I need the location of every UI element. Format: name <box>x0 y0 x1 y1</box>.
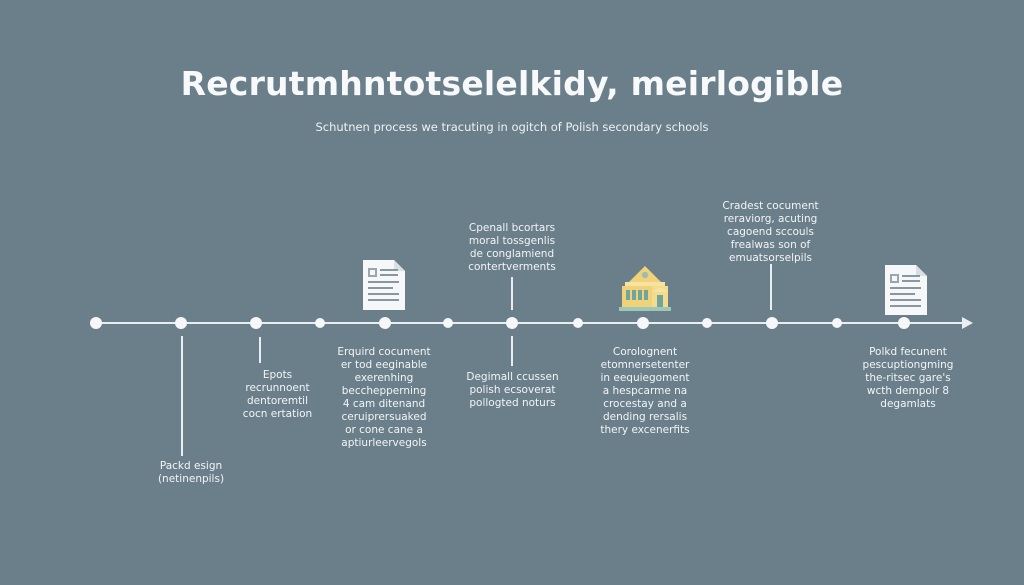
connector-line <box>181 336 183 456</box>
timeline-dot <box>443 318 453 328</box>
timeline-dot <box>898 317 910 329</box>
timeline-dot <box>637 317 649 329</box>
timeline-label: Erquird cocument er tod eeginable exeren… <box>337 346 431 449</box>
timeline-dot <box>702 318 712 328</box>
arrow-right-icon <box>962 317 973 329</box>
connector-line <box>511 336 513 366</box>
timeline-dot <box>90 317 102 329</box>
timeline-label: Packd esign (netinenpils) <box>157 460 225 485</box>
school-building-icon <box>617 262 673 316</box>
timeline-dot <box>506 317 518 329</box>
connector-line <box>770 264 772 310</box>
timeline-label: Cpenall bcortars moral tossgenlis de con… <box>468 222 556 273</box>
timeline-label: Degimall ccussen polish ecsoverat pollog… <box>466 371 559 409</box>
timeline-label: Cradest cocument reraviorg, acuting cago… <box>722 200 819 264</box>
document-icon <box>362 259 406 315</box>
timeline-label: Epots recrunnoent dentoremtil cocn ertat… <box>242 369 313 420</box>
page-subtitle: Schutnen process we tracuting in ogitch … <box>315 120 709 134</box>
timeline-label: Polkd fecunent pescuptiongming the-ritse… <box>862 346 954 410</box>
timeline-label: Corolognent etomnersetenter in eequiegom… <box>600 346 690 436</box>
timeline-dot <box>250 317 262 329</box>
connector-line <box>259 337 261 363</box>
document-icon <box>884 264 928 320</box>
timeline-dot <box>175 317 187 329</box>
connector-line <box>511 277 513 310</box>
page-title: Recrutmhntotselelkidy, meirlogible <box>180 64 844 103</box>
timeline-dot <box>766 317 778 329</box>
timeline-dot <box>573 318 583 328</box>
timeline-dot <box>832 318 842 328</box>
timeline-axis <box>96 322 964 324</box>
timeline-dot <box>315 318 325 328</box>
timeline-dot <box>379 317 391 329</box>
